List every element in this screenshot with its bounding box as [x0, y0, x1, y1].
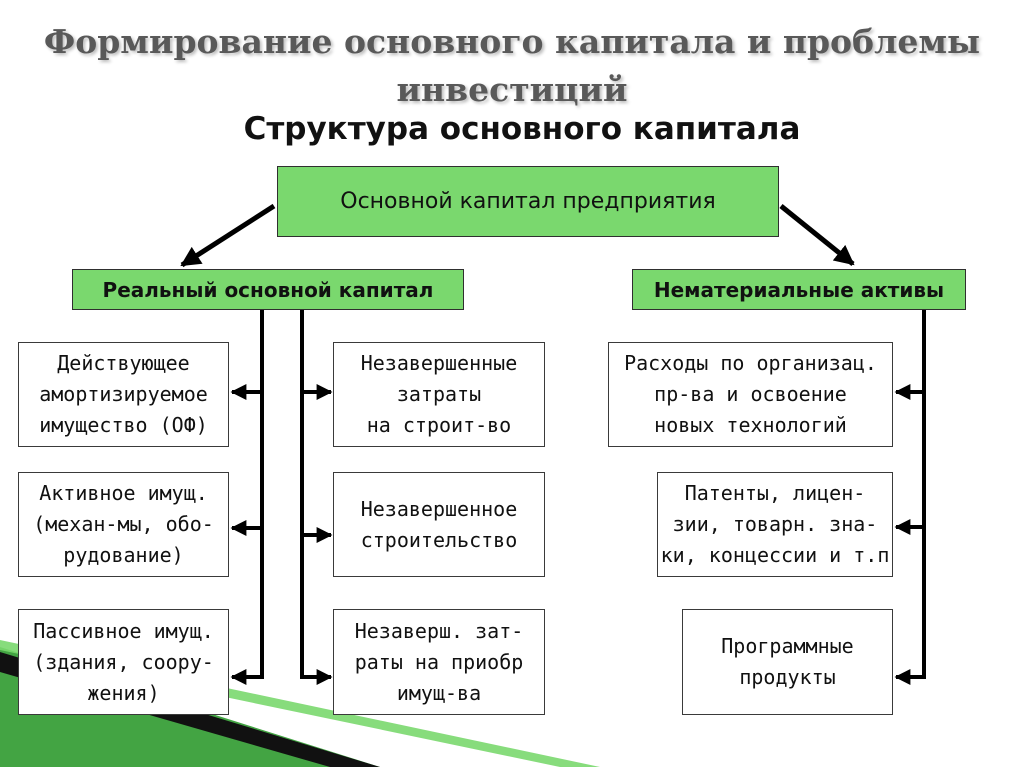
arrow-root-to-right	[779, 204, 855, 266]
left-col2-box-3: Незаверш. зат- раты на приобр имущ-ва	[333, 609, 545, 715]
left-col1-box-2: Активное имущ. (механ-мы, обо- рудование…	[18, 472, 229, 577]
right-box-3: Программные продукты	[682, 609, 893, 715]
slide-title-line2: инвестиций	[396, 70, 628, 109]
left-col2-box-2: Незавершенное строительство	[333, 472, 545, 577]
root-box: Основной капитал предприятия	[277, 166, 779, 237]
left-branch-header: Реальный основной капитал	[72, 269, 464, 310]
left-col2-box-1: Незавершенные затраты на строит-во	[333, 342, 545, 447]
slide-title-line1: Формирование основного капитала и пробле…	[43, 22, 981, 61]
diagram-subtitle: Структура основного капитала	[243, 111, 801, 147]
left-col1-box-1: Действующее амортизируемое имущество (ОФ…	[18, 342, 229, 447]
right-box-2: Патенты, лицен- зии, товарн. зна- ки, ко…	[657, 472, 893, 577]
right-box-1: Расходы по организац. пр-ва и освоение н…	[608, 342, 893, 447]
arrow-root-to-left	[180, 203, 276, 268]
right-branch-header: Нематериальные активы	[632, 269, 966, 310]
left-col1-box-3: Пассивное имущ. (здания, соору- жения)	[18, 609, 229, 715]
